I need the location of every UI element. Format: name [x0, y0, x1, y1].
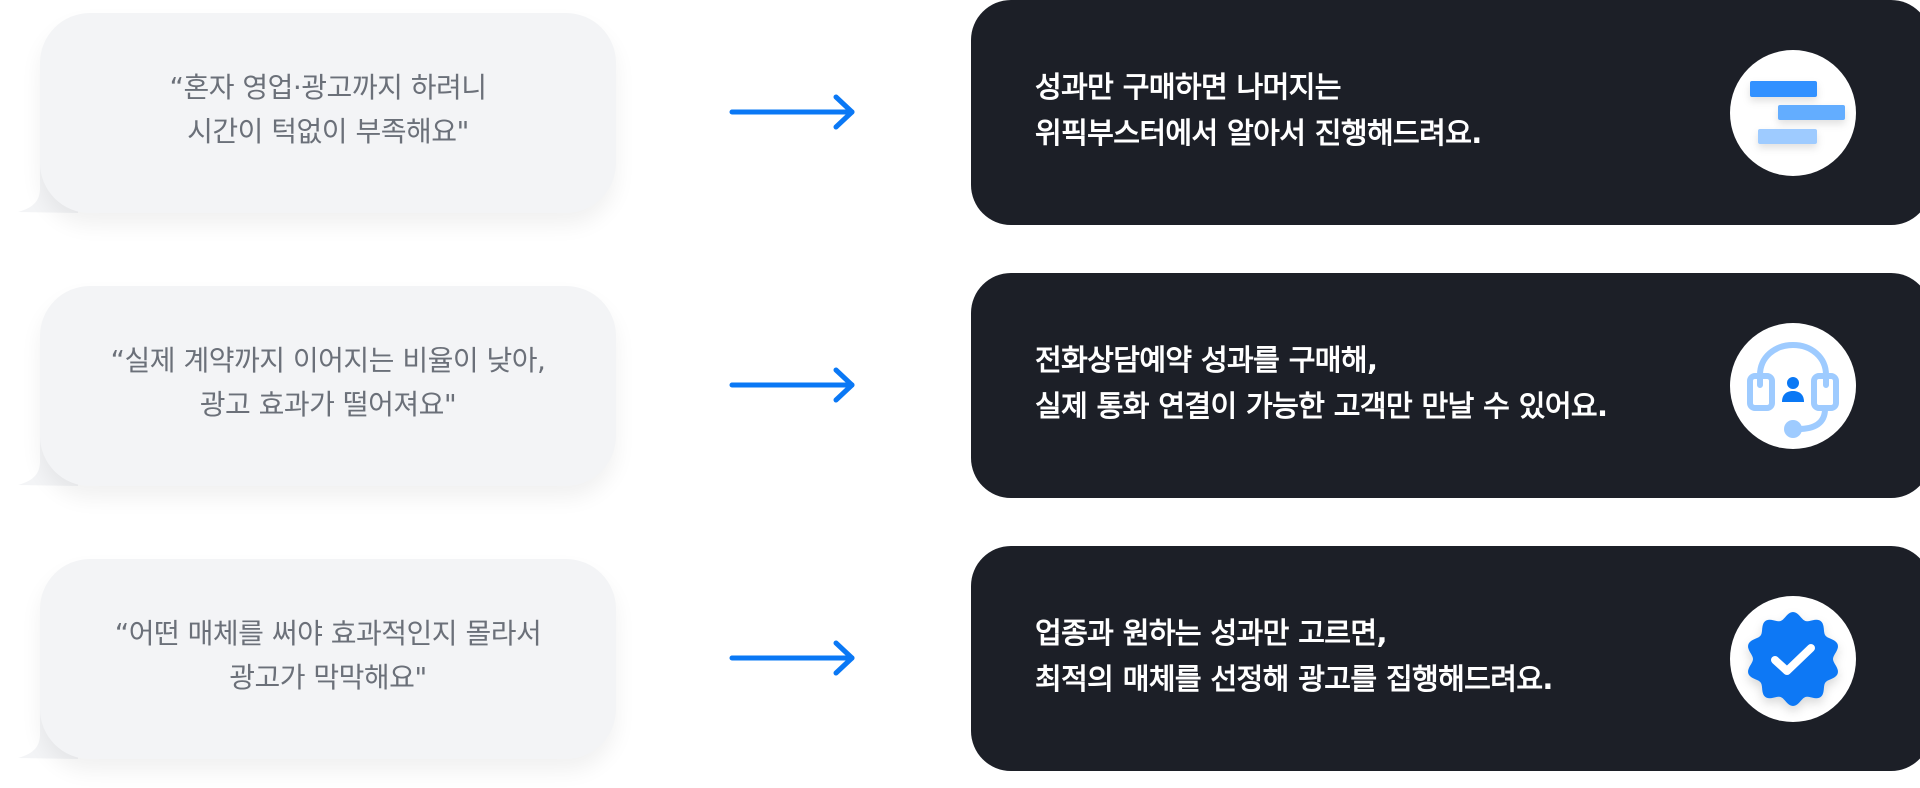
comparison-row-1: “혼자 영업·광고까지 하려니 시간이 턱없이 부족해요" 성과만 구매하면 나… — [0, 0, 1920, 225]
solution-card: 업종과 원하는 성과만 고르면, 최적의 매체를 선정해 광고를 집행해드려요. — [971, 546, 1920, 771]
icon-badge — [1730, 323, 1856, 449]
problem-speech-bubble: “어떤 매체를 써야 효과적인지 몰라서 광고가 막막해요" — [40, 559, 616, 759]
timeline-bars-icon — [1750, 81, 1845, 144]
solution-text: 성과만 구매하면 나머지는 위픽부스터에서 알아서 진행해드려요. — [1035, 70, 1482, 150]
problem-quote-text: “실제 계약까지 이어지는 비율이 낮아, 광고 효과가 떨어져요" — [110, 344, 546, 421]
solution-text: 전화상담예약 성과를 구매해, 실제 통화 연결이 가능한 고객만 만날 수 있… — [1035, 343, 1608, 423]
problem-quote-text: “어떤 매체를 써야 효과적인지 몰라서 광고가 막막해요" — [114, 617, 542, 694]
solution-card: 전화상담예약 성과를 구매해, 실제 통화 연결이 가능한 고객만 만날 수 있… — [971, 273, 1920, 498]
solution-text: 업종과 원하는 성과만 고르면, 최적의 매체를 선정해 광고를 집행해드려요. — [1035, 616, 1553, 696]
solution-card: 성과만 구매하면 나머지는 위픽부스터에서 알아서 진행해드려요. — [971, 0, 1920, 225]
comparison-row-3: “어떤 매체를 써야 효과적인지 몰라서 광고가 막막해요" 업종과 원하는 성… — [0, 546, 1920, 771]
arrow-right-icon — [729, 94, 855, 130]
problem-speech-bubble: “실제 계약까지 이어지는 비율이 낮아, 광고 효과가 떨어져요" — [40, 286, 616, 486]
headset-agent-icon — [1747, 341, 1839, 438]
icon-badge — [1730, 596, 1856, 722]
arrow-right-icon — [729, 640, 855, 676]
problem-speech-bubble: “혼자 영업·광고까지 하려니 시간이 턱없이 부족해요" — [40, 13, 616, 213]
verified-badge-icon — [1748, 612, 1838, 706]
comparison-row-2: “실제 계약까지 이어지는 비율이 낮아, 광고 효과가 떨어져요" 전화상담예… — [0, 273, 1920, 498]
problem-quote-text: “혼자 영업·광고까지 하려니 시간이 턱없이 부족해요" — [169, 71, 487, 148]
icon-badge — [1730, 50, 1856, 176]
arrow-right-icon — [729, 367, 855, 403]
